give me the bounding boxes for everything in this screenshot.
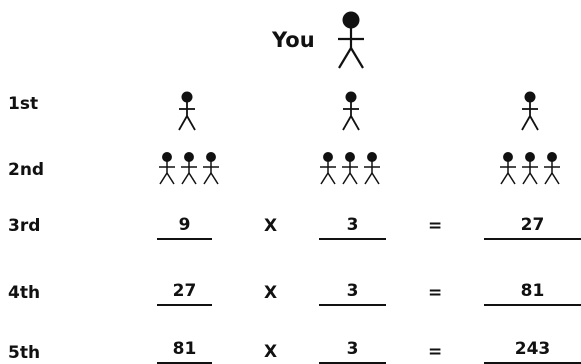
- row-label-3rd: 3rd: [8, 216, 41, 236]
- you-label: You: [272, 28, 315, 52]
- person-group-icon: [320, 152, 380, 185]
- multiplier-value: 3: [319, 214, 386, 240]
- person-icon: [178, 91, 196, 131]
- person-group-icon: [500, 152, 560, 185]
- equals-sign: =: [428, 216, 443, 236]
- person-icon: [521, 91, 539, 131]
- you-person-icon: [338, 11, 364, 69]
- multiply-sign: X: [264, 216, 278, 236]
- row-label-1st: 1st: [8, 94, 39, 114]
- result-value: 243: [484, 338, 581, 364]
- multiply-sign: X: [264, 283, 278, 303]
- left-operand-value: 81: [157, 338, 212, 364]
- person-group-icon: [159, 152, 219, 185]
- person-icon: [342, 91, 360, 131]
- equals-sign: =: [428, 283, 443, 303]
- result-value: 81: [484, 280, 581, 306]
- row-label-5th: 5th: [8, 343, 41, 363]
- row-label-2nd: 2nd: [8, 160, 45, 180]
- left-operand-value: 9: [157, 214, 212, 240]
- multiplier-value: 3: [319, 280, 386, 306]
- multiply-sign: X: [264, 342, 278, 362]
- row-label-4th: 4th: [8, 283, 41, 303]
- multiplier-value: 3: [319, 338, 386, 364]
- equals-sign: =: [428, 342, 443, 362]
- result-value: 27: [484, 214, 581, 240]
- left-operand-value: 27: [157, 280, 212, 306]
